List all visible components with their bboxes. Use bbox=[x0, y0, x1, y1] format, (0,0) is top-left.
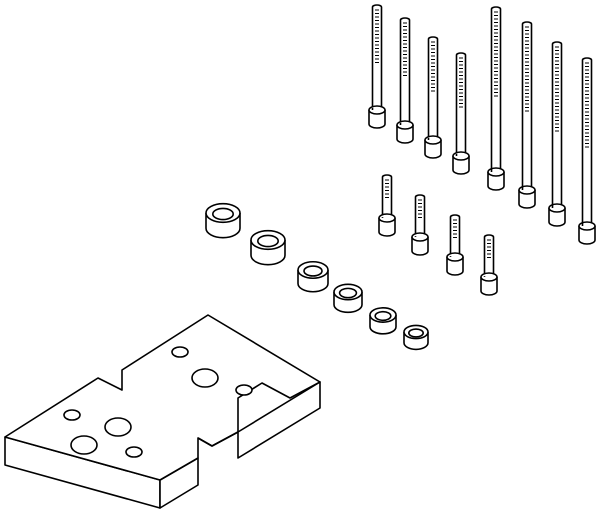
screw-shaft bbox=[581, 57, 593, 226]
ring-bore bbox=[407, 328, 424, 338]
through-hole bbox=[104, 417, 132, 437]
screw-head-top bbox=[452, 151, 470, 161]
long-cap-screw bbox=[368, 4, 386, 129]
screw-head-top bbox=[548, 203, 566, 213]
long-cap-screw bbox=[487, 6, 505, 191]
centering-ring bbox=[297, 260, 329, 293]
long-cap-screw bbox=[396, 17, 414, 144]
screw-head bbox=[578, 226, 596, 245]
screw-head bbox=[548, 208, 566, 227]
screw-head bbox=[411, 237, 429, 256]
screw-thread bbox=[487, 239, 491, 258]
screw-head-top bbox=[446, 252, 464, 262]
centering-rings bbox=[205, 202, 429, 351]
screw-head bbox=[480, 277, 498, 296]
screw-shaft bbox=[455, 52, 467, 156]
ring-bore bbox=[303, 265, 323, 277]
plate-holes bbox=[63, 346, 253, 458]
screw-shaft bbox=[399, 17, 411, 125]
long-cap-screw bbox=[424, 36, 442, 159]
screw-thread bbox=[494, 11, 498, 97]
threaded-hole bbox=[171, 346, 189, 358]
screw-thread bbox=[459, 57, 463, 108]
through-hole bbox=[191, 368, 219, 388]
centering-ring bbox=[369, 307, 397, 335]
screw-head-top bbox=[378, 213, 396, 223]
centering-ring bbox=[205, 202, 241, 239]
short-cap-screw bbox=[411, 194, 429, 256]
screw-head-top bbox=[487, 167, 505, 177]
screw-thread bbox=[403, 22, 407, 76]
screw-head-top bbox=[480, 272, 498, 282]
centering-ring bbox=[250, 229, 286, 266]
long-cap-screw bbox=[452, 52, 470, 175]
centering-ring bbox=[333, 283, 363, 314]
ring-bore bbox=[256, 234, 279, 248]
screw-head bbox=[487, 172, 505, 191]
screw-thread bbox=[375, 9, 379, 63]
screw-shaft bbox=[381, 174, 393, 218]
screw-shaft bbox=[449, 214, 461, 257]
screw-shaft bbox=[551, 41, 563, 208]
short-cap-screw bbox=[480, 234, 498, 296]
threaded-hole bbox=[235, 384, 253, 396]
through-hole bbox=[70, 435, 98, 455]
screw-thread bbox=[585, 62, 589, 148]
threaded-hole bbox=[125, 446, 143, 458]
adapter-plate bbox=[4, 314, 321, 509]
screw-shaft bbox=[427, 36, 439, 140]
screw-thread bbox=[418, 199, 422, 218]
plate-right-side-2 bbox=[237, 381, 321, 459]
screw-head-top bbox=[424, 135, 442, 145]
screw-shaft bbox=[483, 234, 495, 277]
threaded-hole bbox=[63, 409, 81, 421]
short-cap-screw bbox=[446, 214, 464, 276]
screw-thread bbox=[431, 41, 435, 92]
screw-head bbox=[396, 125, 414, 144]
screw-head-top bbox=[518, 185, 536, 195]
screw-shaft bbox=[521, 21, 533, 190]
long-cap-screw bbox=[548, 41, 566, 227]
screw-thread bbox=[555, 46, 559, 132]
ring-bore bbox=[212, 207, 235, 221]
ring-bore bbox=[374, 310, 392, 322]
long-cap-screw bbox=[518, 21, 536, 209]
screw-shaft bbox=[414, 194, 426, 237]
screw-head bbox=[452, 156, 470, 175]
screws bbox=[368, 4, 596, 296]
screw-thread bbox=[453, 219, 457, 238]
centering-ring bbox=[403, 324, 429, 351]
screw-head-top bbox=[396, 120, 414, 130]
screw-shaft bbox=[490, 6, 502, 172]
screw-head-top bbox=[578, 221, 596, 231]
screw-head bbox=[368, 110, 386, 129]
screw-thread bbox=[385, 179, 389, 198]
screw-head-top bbox=[368, 105, 386, 115]
screw-head bbox=[424, 140, 442, 159]
screw-head bbox=[518, 190, 536, 209]
screw-head bbox=[378, 218, 396, 237]
screw-head-top bbox=[411, 232, 429, 242]
ring-bore bbox=[338, 287, 358, 299]
screw-shaft bbox=[371, 4, 383, 110]
screw-thread bbox=[525, 26, 529, 112]
long-cap-screw bbox=[578, 57, 596, 245]
screw-head bbox=[446, 257, 464, 276]
short-cap-screw bbox=[378, 174, 396, 237]
notch-edges bbox=[197, 431, 239, 447]
